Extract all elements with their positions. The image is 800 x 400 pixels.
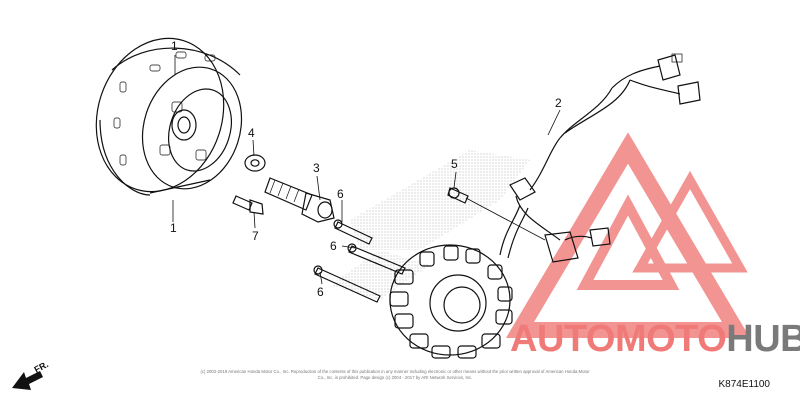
callout-5: 5	[451, 157, 458, 171]
watermark-text-part2: HUB	[726, 318, 800, 360]
stator-assembly	[389, 53, 701, 359]
flange-bolt	[264, 177, 335, 223]
washer	[244, 154, 266, 172]
callout-numbers: 1 1 2 3 4 5 6 6 6 7	[170, 39, 562, 299]
copyright-notice: (c) 2002-2018 American Honda Motor Co., …	[200, 369, 590, 380]
callout-6-a: 6	[337, 187, 344, 201]
callout-7: 7	[252, 229, 259, 243]
watermark-text-part1: AUTOMOTO	[510, 318, 727, 360]
diagram-code: K874E1100	[718, 379, 770, 390]
fr-arrow-icon	[12, 371, 43, 390]
callout-1: 1	[171, 39, 178, 53]
watermark-logo	[505, 132, 751, 338]
callout-3: 3	[313, 161, 320, 175]
dotted-shading	[330, 150, 530, 300]
small-bolt	[232, 195, 264, 215]
flywheel-rotor	[95, 37, 243, 196]
leader-lines	[172, 55, 561, 285]
watermark-text: AUTOMOTOHUB	[510, 318, 800, 361]
callout-4: 4	[248, 126, 255, 140]
callout-6-c: 6	[317, 285, 324, 299]
stator-bolts	[313, 219, 406, 303]
callout-1-lower: 1	[170, 221, 177, 235]
callout-2: 2	[555, 96, 562, 110]
callout-6-b: 6	[330, 239, 337, 253]
